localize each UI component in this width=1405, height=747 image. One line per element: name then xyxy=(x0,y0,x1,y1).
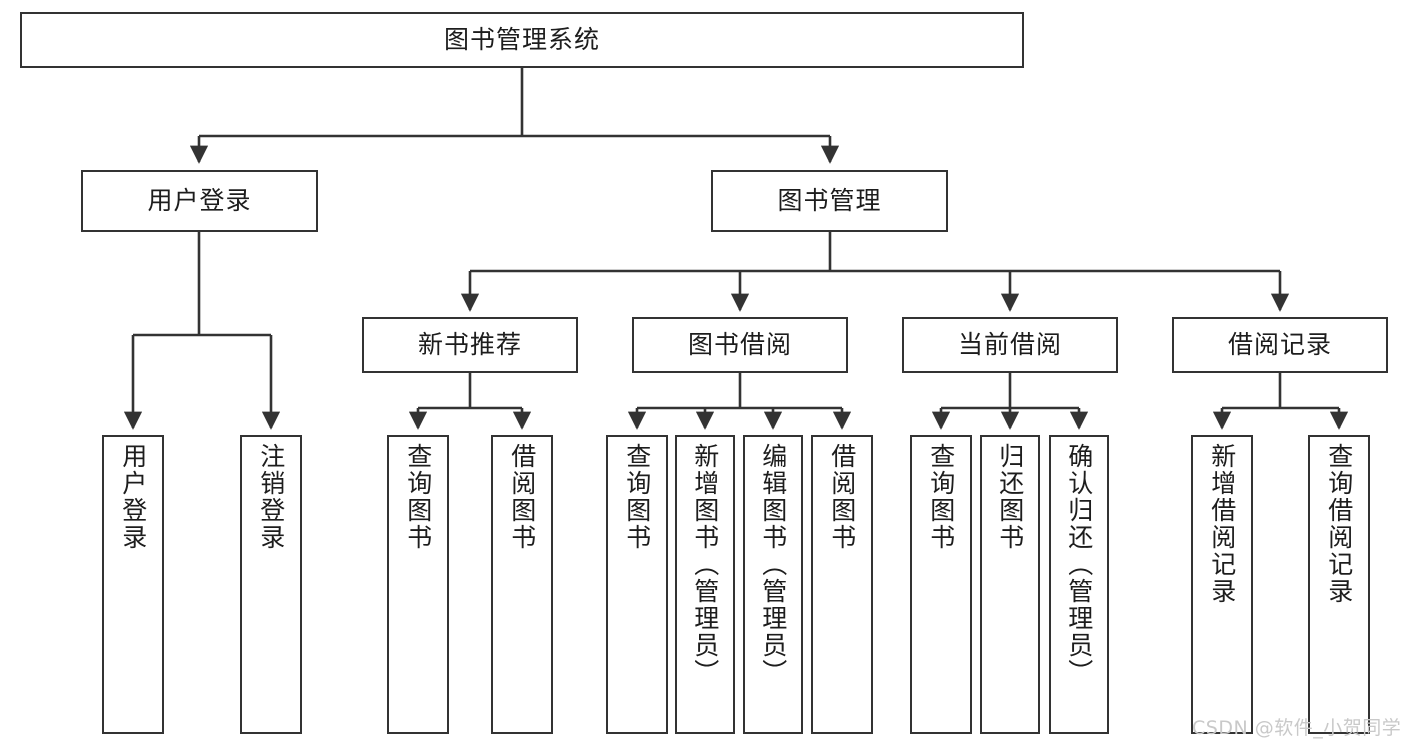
node-user-login-label: 用户登录 xyxy=(147,186,252,216)
node-leaf-user-login[interactable]: 用户登录 xyxy=(102,435,164,734)
node-leaf-borrow-query-book[interactable]: 查询图书 xyxy=(606,435,668,734)
node-leaf-record-query-label: 查询借阅记录 xyxy=(1324,443,1354,605)
node-leaf-user-login-label: 用户登录 xyxy=(118,443,148,551)
node-root-label: 图书管理系统 xyxy=(443,25,600,55)
node-current-borrow-label: 当前借阅 xyxy=(957,330,1062,360)
node-book-borrow[interactable]: 图书借阅 xyxy=(632,317,848,373)
node-leaf-current-confirm-return-label: 确认归还（管理员） xyxy=(1064,443,1094,686)
node-new-book-recommend[interactable]: 新书推荐 xyxy=(362,317,578,373)
node-current-borrow[interactable]: 当前借阅 xyxy=(902,317,1118,373)
node-book-management[interactable]: 图书管理 xyxy=(711,170,948,232)
node-leaf-recommend-query-book-label: 查询图书 xyxy=(403,443,433,551)
node-leaf-user-logout[interactable]: 注销登录 xyxy=(240,435,302,734)
node-book-borrow-label: 图书借阅 xyxy=(687,330,792,360)
node-leaf-current-query-book-label: 查询图书 xyxy=(926,443,956,551)
node-root[interactable]: 图书管理系统 xyxy=(20,12,1024,68)
node-leaf-record-add[interactable]: 新增借阅记录 xyxy=(1191,435,1253,734)
node-leaf-current-return-book-label: 归还图书 xyxy=(995,443,1025,551)
node-leaf-current-query-book[interactable]: 查询图书 xyxy=(910,435,972,734)
node-borrow-record-label: 借阅记录 xyxy=(1227,330,1332,360)
node-borrow-record[interactable]: 借阅记录 xyxy=(1172,317,1388,373)
node-new-book-recommend-label: 新书推荐 xyxy=(417,330,522,360)
node-leaf-record-add-label: 新增借阅记录 xyxy=(1207,443,1237,605)
node-leaf-user-logout-label: 注销登录 xyxy=(256,443,286,551)
node-leaf-current-confirm-return[interactable]: 确认归还（管理员） xyxy=(1049,435,1109,734)
node-leaf-borrow-edit-book[interactable]: 编辑图书（管理员） xyxy=(743,435,803,734)
node-book-management-label: 图书管理 xyxy=(777,186,882,216)
node-leaf-recommend-query-book[interactable]: 查询图书 xyxy=(387,435,449,734)
node-leaf-borrow-add-book[interactable]: 新增图书（管理员） xyxy=(675,435,735,734)
node-leaf-borrow-borrow-book-label: 借阅图书 xyxy=(827,443,857,551)
node-leaf-record-query[interactable]: 查询借阅记录 xyxy=(1308,435,1370,734)
node-leaf-borrow-query-book-label: 查询图书 xyxy=(622,443,652,551)
node-leaf-borrow-edit-book-label: 编辑图书（管理员） xyxy=(758,443,788,686)
node-user-login[interactable]: 用户登录 xyxy=(81,170,318,232)
watermark: CSDN @软件_小贺同学 xyxy=(1192,717,1402,739)
node-leaf-current-return-book[interactable]: 归还图书 xyxy=(980,435,1040,734)
node-leaf-borrow-add-book-label: 新增图书（管理员） xyxy=(690,443,720,686)
node-leaf-borrow-borrow-book[interactable]: 借阅图书 xyxy=(811,435,873,734)
node-leaf-recommend-borrow-book-label: 借阅图书 xyxy=(507,443,537,551)
node-leaf-recommend-borrow-book[interactable]: 借阅图书 xyxy=(491,435,553,734)
